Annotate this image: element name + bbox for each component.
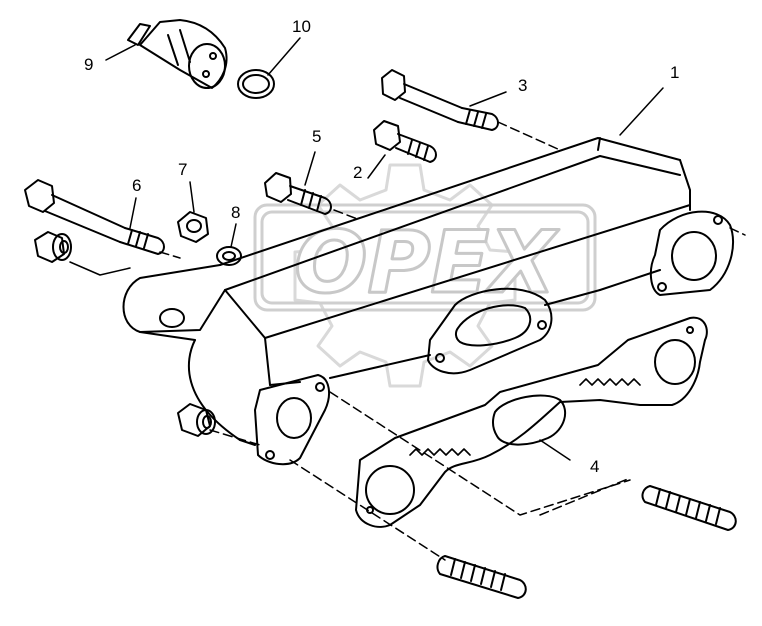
leader-9 — [105, 44, 136, 61]
gasket-port-middle — [491, 394, 567, 446]
callout-6: 6 — [132, 176, 141, 195]
leader-3 — [469, 91, 507, 107]
watermark-text: OPEX — [294, 213, 559, 313]
bolt-long-3 — [381, 69, 499, 131]
bolt-5 — [264, 172, 332, 215]
washer-8 — [216, 246, 242, 266]
bolt-2 — [373, 120, 437, 163]
flange-right — [649, 210, 735, 296]
manifold-gasket — [355, 316, 708, 528]
nut-lower — [177, 403, 216, 437]
stud-bottom-right — [641, 485, 737, 531]
nut-7 — [177, 211, 209, 243]
leader-1 — [619, 87, 664, 136]
callout-8: 8 — [231, 203, 240, 222]
nut-left — [34, 231, 72, 263]
callout-5: 5 — [312, 127, 321, 146]
callout-3: 3 — [518, 76, 527, 95]
gasket-port-left — [365, 465, 415, 515]
callout-9: 9 — [84, 55, 93, 74]
callout-10: 10 — [292, 17, 311, 36]
callout-4: 4 — [590, 457, 599, 476]
callout-2: 2 — [353, 163, 362, 182]
leader-5 — [304, 151, 316, 186]
callout-1: 1 — [670, 63, 679, 82]
ear-bolt-hole — [159, 308, 185, 328]
flange-left — [254, 374, 331, 466]
opex-watermark: OPEX — [253, 163, 597, 388]
leader-4 — [539, 439, 571, 461]
gasket-port-right — [654, 339, 696, 385]
callout-7: 7 — [178, 160, 187, 179]
sealing-ring — [237, 69, 275, 99]
bolt-long-6 — [24, 179, 165, 255]
flange-middle — [427, 287, 553, 375]
leader-2 — [367, 154, 386, 179]
temperature-sensor — [127, 19, 228, 89]
stud-bottom-left — [436, 555, 527, 599]
leader-7 — [189, 181, 195, 213]
exhaust-manifold — [122, 137, 735, 466]
leader-8 — [230, 223, 237, 248]
leader-6 — [129, 197, 137, 229]
leader-10 — [267, 37, 301, 76]
callout-labels: 1 2 3 4 5 6 7 8 9 10 — [84, 17, 679, 476]
assembly-lines — [69, 37, 746, 561]
